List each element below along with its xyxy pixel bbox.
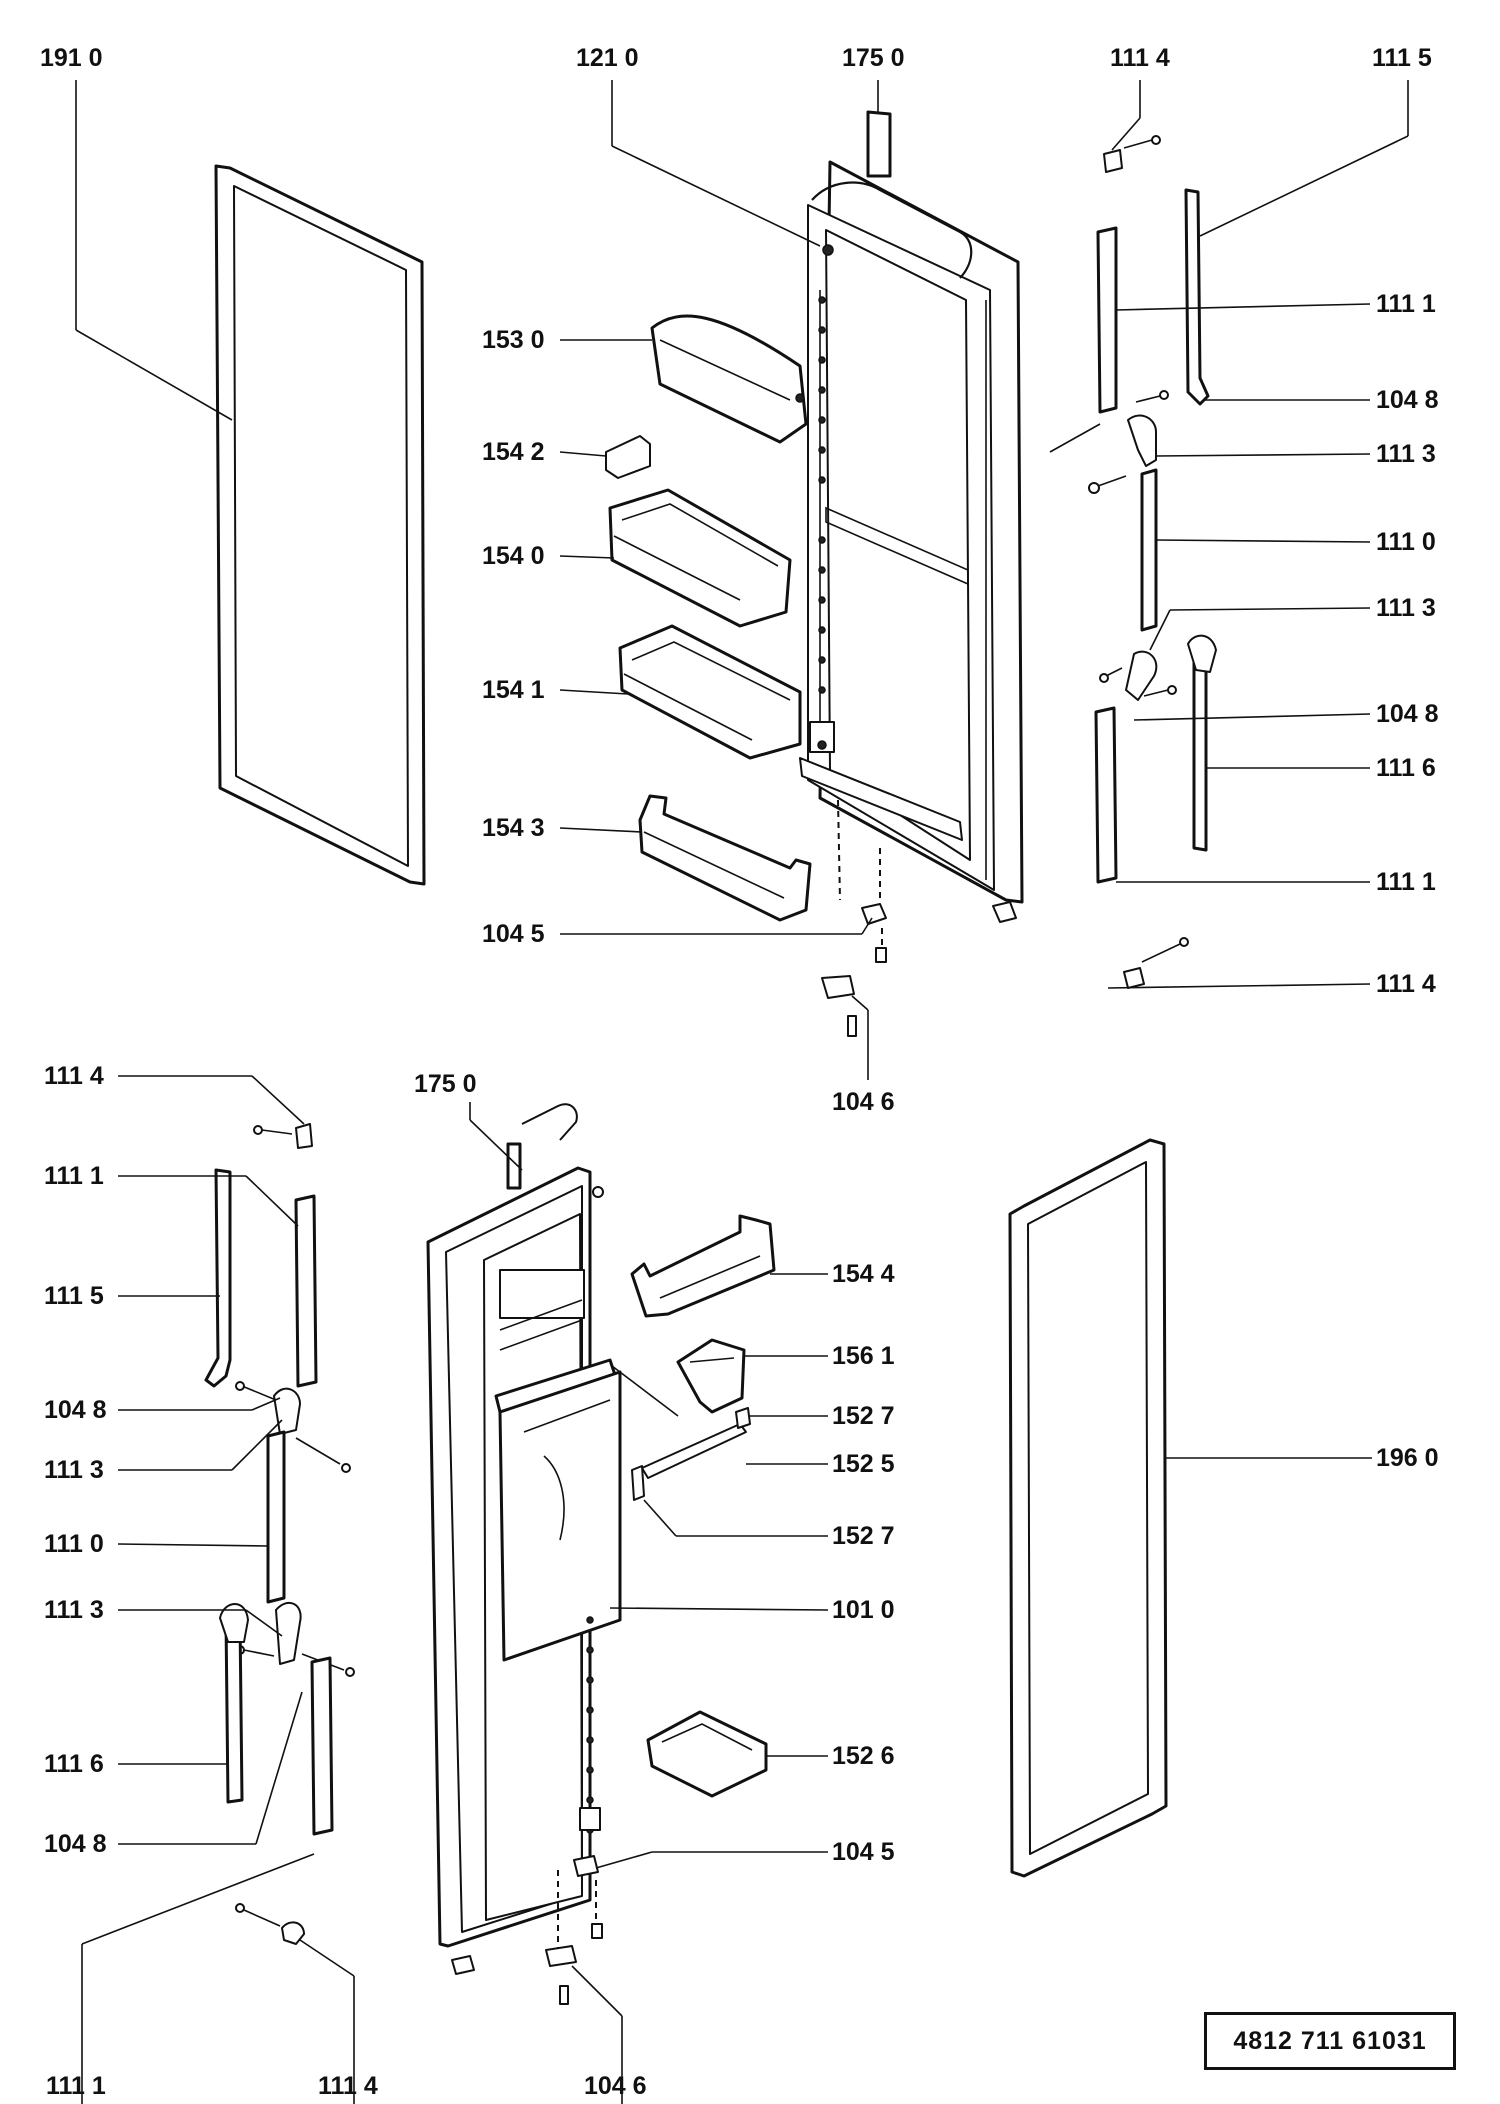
trim-1111-bottom-lower [310,1656,334,1836]
label-1561: 156 1 [832,1342,895,1370]
label-1750-bottom: 175 0 [414,1070,477,1098]
label-1543: 154 3 [482,814,545,842]
label-1115-bottom: 111 5 [44,1282,104,1310]
door-bin-1540 [608,488,792,628]
trim-1111-top [1096,226,1118,414]
label-1113-top-a: 111 3 [1376,440,1436,468]
label-1111-top-b: 111 1 [1376,868,1436,896]
label-1046-bottom: 104 6 [584,2072,647,2100]
label-1113-top-b: 111 3 [1376,594,1436,622]
label-1110-bottom: 111 0 [44,1530,104,1558]
chute-1561 [676,1338,746,1414]
label-1544: 154 4 [832,1260,895,1288]
hinge-1046-top [821,975,857,1037]
bracket-1113-top-a [1088,390,1169,494]
clip-1542 [605,435,651,479]
door-bin-1541 [618,624,802,760]
trim-1111-top-lower [1094,706,1118,884]
label-1113-bottom-b: 111 3 [44,1596,104,1624]
bracket-1113-bottom-b [235,1601,355,1677]
hinge-1045-top [837,799,887,963]
trim-1111-bottom [294,1194,318,1388]
label-1045-bottom: 104 5 [832,1838,895,1866]
label-1111-bottom-a: 111 1 [44,1162,104,1190]
label-1045-top: 104 5 [482,920,545,948]
label-1116-bottom: 111 6 [44,1750,104,1778]
bracket-1113-bottom-a [235,1381,351,1473]
door-bin-1543 [638,794,812,922]
label-1114-bottom-a: 111 4 [44,1062,104,1090]
door-gasket-1960 [1008,1138,1168,1878]
trim-1115-bottom [204,1168,232,1388]
door-bin-1544 [630,1214,776,1318]
callout-labels: 191 0 121 0 175 0 111 4 111 5 111 1 104 … [40,44,1439,2100]
rail-1110-bottom [266,1430,286,1604]
label-1210: 121 0 [576,44,639,72]
label-1114-bottom-b: 111 4 [318,2072,378,2100]
label-1048-top-a: 104 8 [1376,386,1439,414]
shelf-peg-holes [818,296,826,694]
cap-1114-top [1103,135,1161,173]
label-1046-top: 104 6 [832,1088,895,1116]
label-1542: 154 2 [482,438,545,466]
door-gasket-1910 [214,164,426,886]
label-1110-top: 111 0 [1376,528,1436,556]
label-1111-top-a: 111 1 [1376,290,1436,318]
label-1960: 196 0 [1376,1444,1439,1472]
cap-1114-bottom [253,1123,313,1149]
label-1530: 153 0 [482,326,545,354]
label-1010: 101 0 [832,1596,895,1624]
label-1113-bottom-a: 111 3 [44,1456,104,1484]
label-1048-top-b: 104 8 [1376,700,1439,728]
label-1527-a: 152 7 [832,1402,895,1430]
rail-1110-top [1140,468,1158,632]
dairy-compartment-1530 [650,314,808,444]
label-1525: 152 5 [832,1450,895,1478]
label-1114-top-b: 111 4 [1376,970,1436,998]
refrigerator-door-top [799,110,1024,923]
label-1540: 154 0 [482,542,545,570]
label-1048-bottom-a: 104 8 [44,1396,107,1424]
trim-1116-top [1187,634,1217,852]
dispenser-peg-holes [586,1616,594,1834]
label-1111-bottom-b: 111 1 [46,2072,106,2100]
hinge-1046-bottom [545,1945,577,2005]
hinge-1045-bottom [557,1855,603,1960]
label-1750-top: 175 0 [842,44,905,72]
cap-1114-bottom-lower [235,1903,305,1945]
trim-1116-bottom [219,1603,249,1804]
leader-lines [75,80,1409,2104]
freezer-door-bottom [426,1103,622,1975]
label-1114-top: 111 4 [1110,44,1170,72]
label-1116-top: 111 6 [1376,754,1436,782]
reference-number-box: 4812 711 61031 [1204,2012,1456,2070]
label-1910: 191 0 [40,44,103,72]
label-1526: 152 6 [832,1742,895,1770]
bracket-1113-top-b [1099,650,1177,701]
label-1527-b: 152 7 [832,1522,895,1550]
label-1541: 154 1 [482,676,545,704]
label-1115-top: 111 5 [1372,44,1432,72]
rail-1525 [631,1407,751,1501]
label-1048-bottom-b: 104 8 [44,1830,107,1858]
cap-1114-top-lower [1123,937,1189,989]
ice-tray-1526 [646,1710,768,1798]
trim-1115-top [1184,188,1210,406]
reference-number: 4812 711 61031 [1233,2026,1427,2055]
